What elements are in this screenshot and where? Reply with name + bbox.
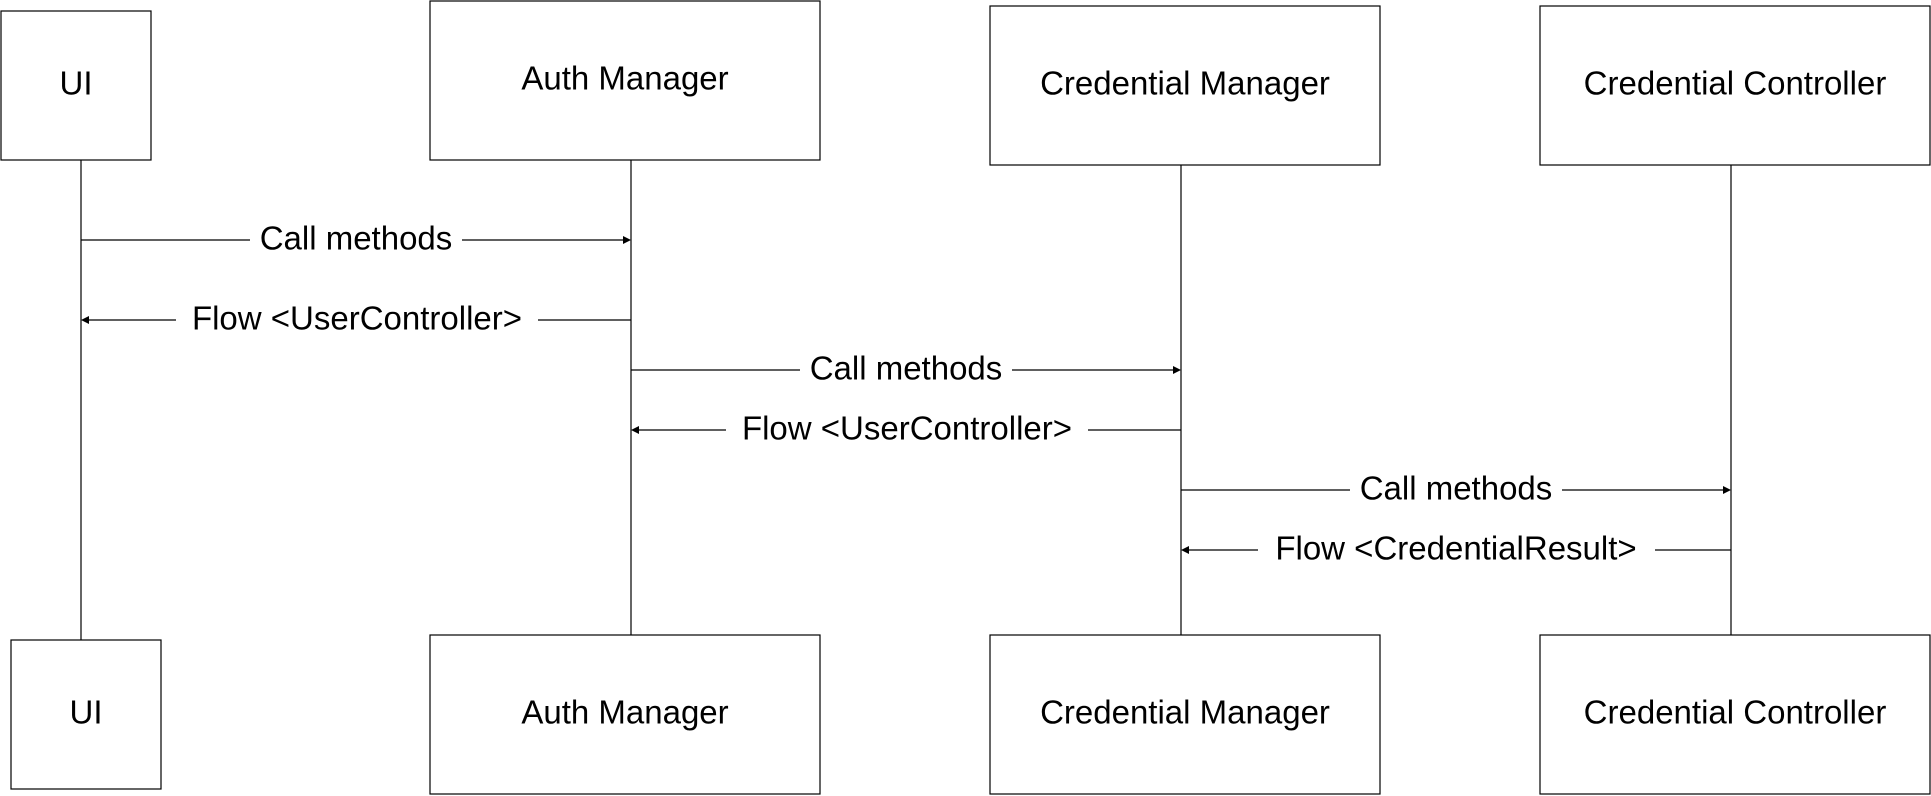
participant-label: UI bbox=[70, 694, 103, 731]
participant-credential-controller-top: Credential Controller bbox=[1539, 5, 1931, 166]
participant-label: Credential Manager bbox=[1040, 694, 1330, 731]
arrow-right-icon bbox=[1173, 366, 1181, 374]
message-label: Call methods bbox=[260, 220, 453, 257]
message-credmgr-to-credctl-call: Call methods bbox=[1181, 470, 1731, 510]
participant-label: UI bbox=[60, 65, 93, 102]
message-ui-to-auth-call: Call methods bbox=[81, 220, 631, 260]
message-label: Flow <UserController> bbox=[192, 300, 522, 337]
participant-label: Credential Controller bbox=[1584, 694, 1887, 731]
participant-label: Credential Controller bbox=[1584, 65, 1887, 102]
message-label: Flow <CredentialResult> bbox=[1275, 530, 1636, 567]
message-label: Flow <UserController> bbox=[742, 410, 1072, 447]
participant-label: Auth Manager bbox=[521, 694, 728, 731]
arrow-left-icon bbox=[631, 426, 639, 434]
participant-label: Credential Manager bbox=[1040, 65, 1330, 102]
participant-credential-manager-top: Credential Manager bbox=[989, 5, 1381, 166]
message-credmgr-to-auth-flow: Flow <UserController> bbox=[631, 410, 1181, 450]
participant-credential-manager-bottom: Credential Manager bbox=[989, 634, 1381, 795]
arrow-right-icon bbox=[623, 236, 631, 244]
participant-auth-manager-bottom: Auth Manager bbox=[429, 634, 821, 795]
participant-ui-bottom: UI bbox=[10, 639, 162, 790]
participant-label: Auth Manager bbox=[521, 60, 728, 97]
message-auth-to-credmgr-call: Call methods bbox=[631, 350, 1181, 390]
participant-credential-controller-bottom: Credential Controller bbox=[1539, 634, 1931, 795]
arrow-left-icon bbox=[1181, 546, 1189, 554]
message-auth-to-ui-flow: Flow <UserController> bbox=[81, 300, 631, 340]
participant-auth-manager-top: Auth Manager bbox=[429, 0, 821, 161]
message-credctl-to-credmgr-flow: Flow <CredentialResult> bbox=[1181, 530, 1731, 570]
arrow-left-icon bbox=[81, 316, 89, 324]
arrow-right-icon bbox=[1723, 486, 1731, 494]
message-label: Call methods bbox=[1360, 470, 1553, 507]
message-label: Call methods bbox=[810, 350, 1003, 387]
participant-ui-top: UI bbox=[0, 10, 152, 161]
